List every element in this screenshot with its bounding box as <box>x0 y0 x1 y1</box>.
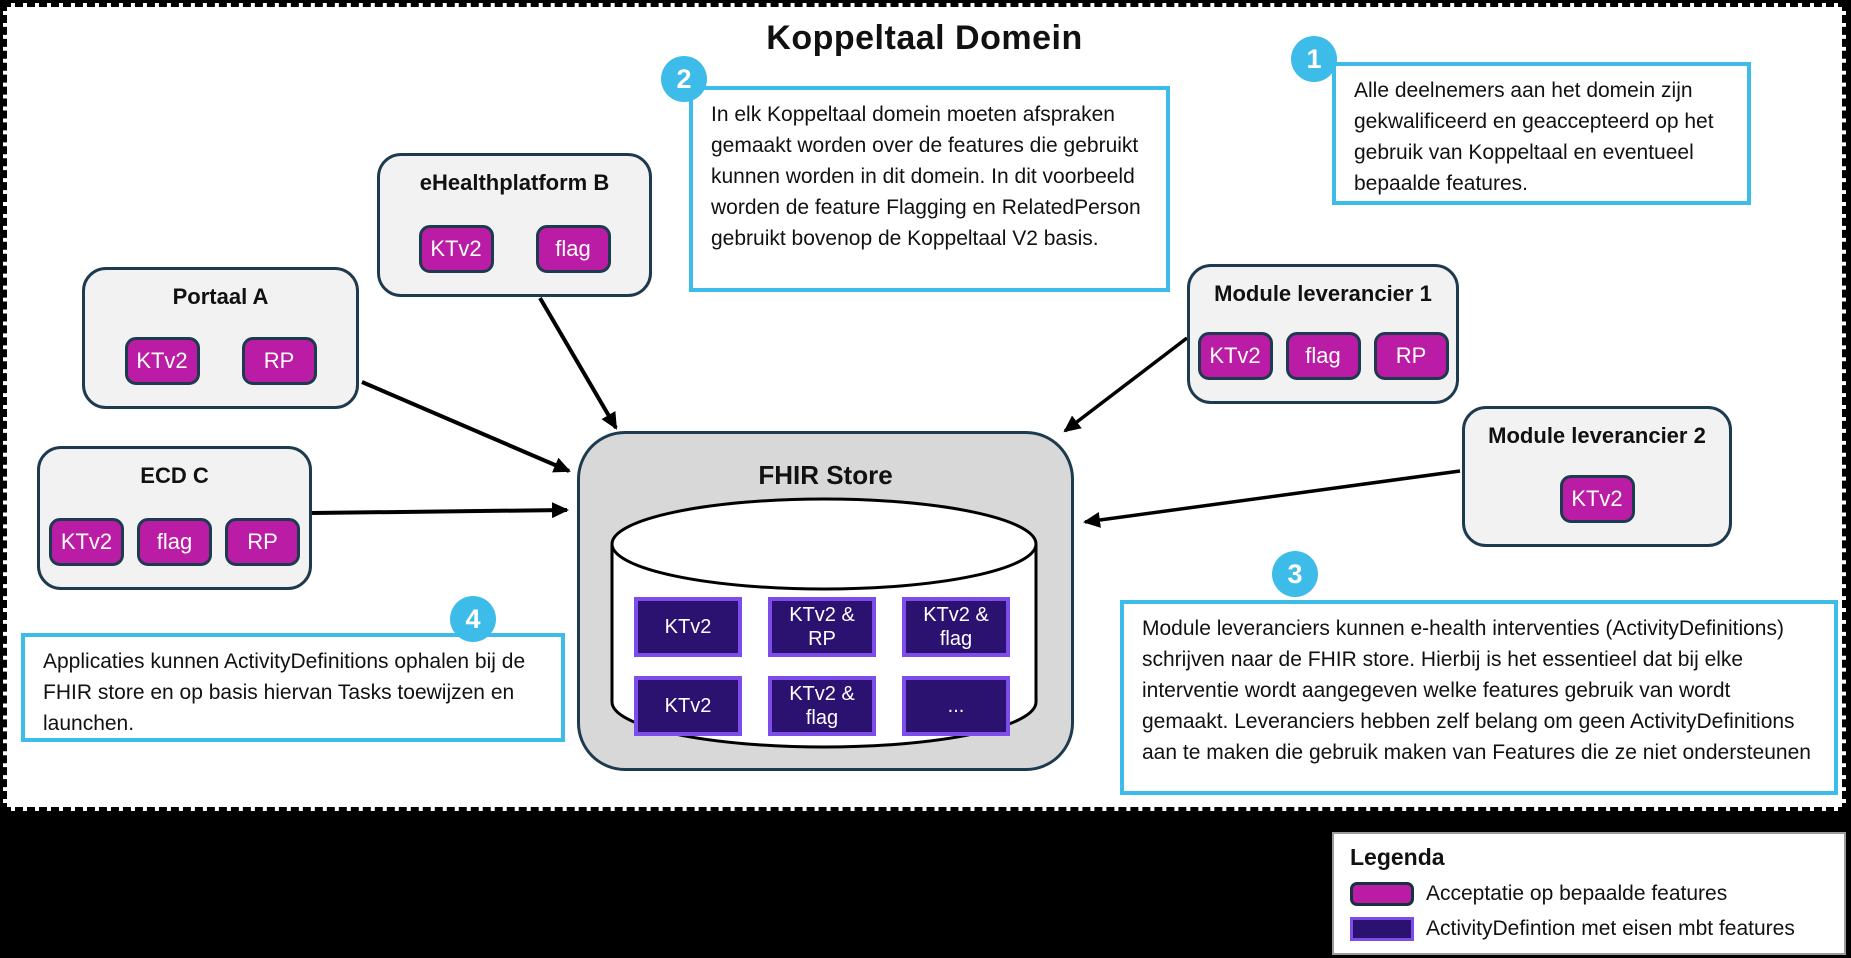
annotation-text: Applicaties kunnen ActivityDefinitions o… <box>43 650 526 735</box>
app-box-module-leverancier-1: Module leverancier 1 KTv2 flag RP <box>1187 264 1459 404</box>
activity-definition-box: KTv2 & RP <box>768 597 876 657</box>
page-title: Koppeltaal Domein <box>766 19 1083 57</box>
annotation-badge-4: 4 <box>450 596 496 642</box>
feature-chip-row: KTv2 flag RP <box>1197 332 1449 380</box>
legend-title: Legenda <box>1350 844 1445 870</box>
app-title: Module leverancier 1 <box>1214 281 1432 306</box>
feature-chip: flag <box>535 225 611 273</box>
annotation-text: Alle deelnemers aan het domein zijn gekw… <box>1354 79 1714 195</box>
annotation-badge-2: 2 <box>661 56 707 102</box>
annotation-box-2: In elk Koppeltaal domein moeten afsprake… <box>689 86 1170 292</box>
diagram-canvas: Koppeltaal Domein eHealthplatform B KTv2… <box>3 3 1846 811</box>
legend-swatch-acceptatie-icon <box>1350 882 1414 906</box>
arrow-ml1-to-store <box>1063 336 1189 433</box>
annotation-box-4: Applicaties kunnen ActivityDefinitions o… <box>21 633 565 742</box>
feature-chip-row: KTv2 flag RP <box>49 518 300 566</box>
fhir-store-box: FHIR Store KTv2 KTv2 & RP KTv2 & flag KT… <box>577 431 1074 771</box>
arrow-ecd-to-store <box>311 502 569 519</box>
legend-label: Acceptatie op bepaalde features <box>1426 882 1728 905</box>
app-box-portaal-a: Portaal A KTv2 RP <box>82 267 359 409</box>
feature-chip: RP <box>225 518 300 566</box>
feature-chip: KTv2 <box>418 225 494 273</box>
feature-chip: RP <box>241 337 317 385</box>
arrow-ml2-to-store <box>1083 469 1461 528</box>
activity-definition-box: KTv2 & flag <box>768 676 876 736</box>
legend-label: ActivityDefintion met eisen mbt features <box>1426 917 1795 940</box>
feature-chip: KTv2 <box>49 518 124 566</box>
annotation-box-1: Alle deelnemers aan het domein zijn gekw… <box>1332 62 1751 205</box>
app-box-ehealthplatform-b: eHealthplatform B KTv2 flag <box>377 153 652 297</box>
fhir-store-title: FHIR Store <box>758 460 893 490</box>
activity-definition-box: KTv2 <box>634 597 742 657</box>
app-box-ecd-c: ECD C KTv2 flag RP <box>37 446 312 590</box>
annotation-badge-1: 1 <box>1291 36 1337 82</box>
app-title: Module leverancier 2 <box>1488 423 1706 448</box>
legend-row: ActivityDefintion met eisen mbt features <box>1350 917 1844 941</box>
activity-definition-box: KTv2 <box>634 676 742 736</box>
activity-definition-box: ... <box>902 676 1010 736</box>
arrow-ehealth-to-store <box>538 296 618 430</box>
annotation-text: In elk Koppeltaal domein moeten afsprake… <box>711 103 1141 250</box>
feature-chip: flag <box>1285 332 1361 380</box>
app-box-module-leverancier-2: Module leverancier 2 KTv2 <box>1462 406 1732 547</box>
feature-chip: RP <box>1373 332 1449 380</box>
feature-chip: KTv2 <box>124 337 200 385</box>
feature-chip-row: KTv2 RP <box>124 337 317 385</box>
arrow-portaal-to-store <box>361 380 571 473</box>
feature-chip: flag <box>137 518 212 566</box>
activity-definition-box: KTv2 & flag <box>902 597 1010 657</box>
app-title: Portaal A <box>172 284 269 309</box>
feature-chip: KTv2 <box>1197 332 1273 380</box>
legend-swatch-activitydefinition-icon <box>1350 917 1414 941</box>
annotation-badge-3: 3 <box>1272 551 1318 597</box>
feature-chip-row: KTv2 <box>1559 475 1635 523</box>
feature-chip: KTv2 <box>1559 475 1635 523</box>
annotation-text: Module leveranciers kunnen e-health inte… <box>1142 617 1811 764</box>
legend: Legenda Acceptatie op bepaalde features … <box>1332 832 1846 955</box>
app-title: ECD C <box>140 463 209 488</box>
legend-row: Acceptatie op bepaalde features <box>1350 882 1844 906</box>
activity-definition-grid: KTv2 KTv2 & RP KTv2 & flag KTv2 KTv2 & f… <box>634 597 1010 736</box>
app-title: eHealthplatform B <box>419 170 610 195</box>
annotation-box-3: Module leveranciers kunnen e-health inte… <box>1120 600 1838 795</box>
feature-chip-row: KTv2 flag <box>418 225 611 273</box>
